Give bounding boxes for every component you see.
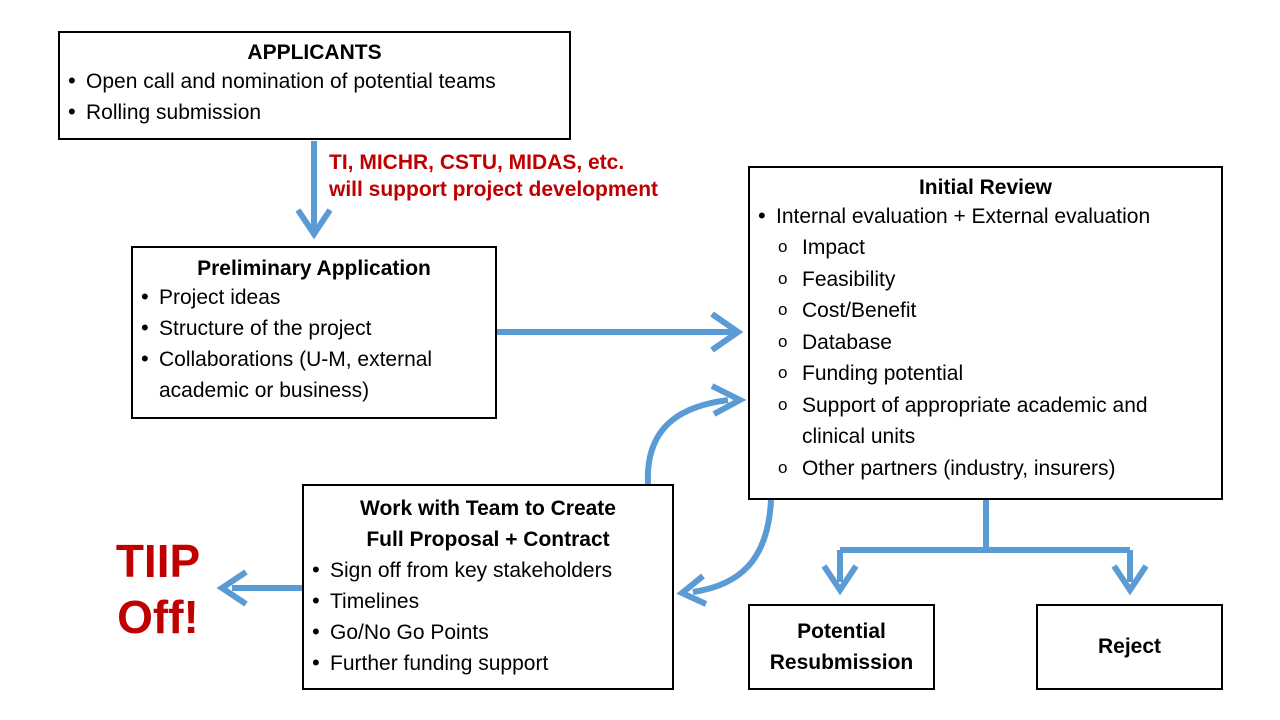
tiip-line: TIIP [115,535,201,587]
work-team-box: Work with Team to Create Full Proposal +… [302,484,674,690]
work-team-item: Further funding support [304,647,672,679]
support-note-line: TI, MICHR, CSTU, MIDAS, etc. [329,151,625,174]
work-team-item: Sign off from key stakeholders [304,554,672,586]
initial-review-sub-item: Other partners (industry, insurers) [750,452,1221,485]
preliminary-item-continued: academic or business) [159,379,370,402]
reject-label: Reject [1097,635,1162,658]
work-team-item: Timelines [304,585,672,617]
preliminary-application-box: Preliminary Application Project ideas St… [131,246,497,419]
initial-review-sub-item: Database [750,326,1221,359]
arrowhead-into-workteam-curve [676,573,708,607]
tiip-line: Off! [117,591,199,643]
initial-review-sub-item: Feasibility [750,263,1221,296]
support-note: TI, MICHR, CSTU, MIDAS, etc. will suppor… [329,149,658,203]
initial-review-sub-item: Cost/Benefit [750,294,1221,327]
work-team-item: Go/No Go Points [304,616,672,648]
initial-review-sub-item: Impact [750,231,1221,264]
arrowhead-right-review [710,311,744,353]
initial-review-sub-item: Funding potential [750,357,1221,390]
arrowhead-left-tiip [216,569,248,607]
preliminary-item: Collaborations (U-M, external [133,343,495,375]
arrow-workteam-to-review [644,397,729,485]
work-team-title-line: Full Proposal + Contract [366,528,610,551]
work-team-title-line: Work with Team to Create [360,497,616,520]
potential-resubmission-box: Potential Resubmission [748,604,935,690]
arrow-review-to-workteam [692,499,774,595]
resubmission-line: Potential [797,620,886,643]
initial-review-title: Initial Review [918,176,1053,199]
applicants-title: APPLICANTS [247,41,382,64]
applicants-item: Open call and nomination of potential te… [60,65,569,97]
arrowhead-down-preliminary [295,208,333,240]
arrowhead-down-reject [1111,564,1149,596]
connector-review-split [837,500,1133,582]
initial-review-sub-item: Support of appropriate academic and [750,389,1221,422]
resubmission-line: Resubmission [769,651,914,674]
initial-review-sub-item-continued: clinical units [802,425,916,448]
arrowhead-into-review-curve [710,383,747,417]
arrowhead-down-resubmission [821,564,859,596]
preliminary-item: Structure of the project [133,312,495,344]
applicants-box: APPLICANTS Open call and nomination of p… [58,31,571,140]
applicants-item: Rolling submission [60,96,569,128]
support-note-line: will support project development [329,178,659,201]
tiip-off-label: TIIP Off! [113,533,203,645]
initial-review-main-item: Internal evaluation + External evaluatio… [750,200,1221,232]
reject-box: Reject [1036,604,1223,690]
initial-review-box: Initial Review Internal evaluation + Ext… [748,166,1223,500]
preliminary-title: Preliminary Application [197,257,431,280]
preliminary-item: Project ideas [133,281,495,313]
